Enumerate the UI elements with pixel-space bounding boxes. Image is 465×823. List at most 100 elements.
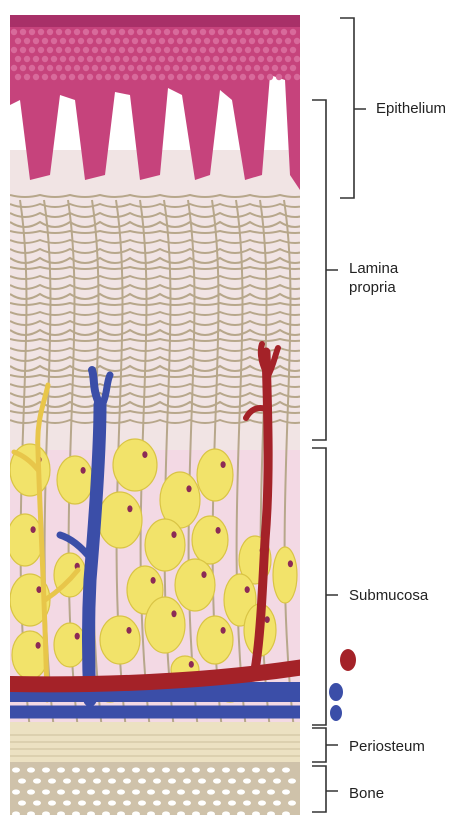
epithelium-cell (227, 29, 233, 35)
epithelium-cell (56, 29, 62, 35)
epithelium-cell (254, 47, 260, 53)
bone-pore (222, 789, 230, 794)
bone-pore (237, 811, 245, 816)
epithelium-cell (123, 74, 129, 80)
epithelium-cell (209, 47, 215, 53)
epithelium-cell (74, 65, 80, 71)
epithelium-cell (65, 65, 71, 71)
epithelium-cell (285, 56, 291, 62)
epithelium-cell (60, 56, 66, 62)
epithelium-cell (294, 38, 300, 44)
epithelium-cell (200, 29, 206, 35)
epithelium-cell (110, 65, 116, 71)
fat-cell (197, 616, 233, 664)
bone-pore (177, 767, 185, 772)
bone-pore (63, 800, 71, 805)
bone-pore (192, 767, 200, 772)
bone-pore (72, 789, 80, 794)
label-lamina-propria: Lamina propria (349, 259, 398, 297)
epithelium-cell (155, 47, 161, 53)
bone-pore (147, 767, 155, 772)
epithelium-cell (146, 47, 152, 53)
epithelium-cell (119, 47, 125, 53)
bone-pore (207, 789, 215, 794)
epithelium-cell (56, 65, 62, 71)
bone-pore (102, 811, 110, 816)
epithelium-cell (96, 56, 102, 62)
epithelium-cell (222, 38, 228, 44)
fat-cell (197, 449, 233, 501)
bone-pore (228, 800, 236, 805)
epithelium-cell (186, 74, 192, 80)
bone-pore (102, 767, 110, 772)
bone-pore (78, 778, 86, 783)
epithelium-cell (15, 38, 21, 44)
bone-pore (48, 800, 56, 805)
epithelium-cell (245, 29, 251, 35)
bone-pore (252, 811, 260, 816)
bone-pore (138, 778, 146, 783)
bone-pore (102, 789, 110, 794)
epithelium-cell (173, 65, 179, 71)
epithelium-cell (159, 74, 165, 80)
bone-pore (282, 789, 290, 794)
epithelium-cell (51, 56, 57, 62)
vein-cross-section (330, 705, 342, 721)
bone-pore (108, 800, 116, 805)
epithelium-cell (267, 56, 273, 62)
bone-pore (243, 800, 251, 805)
epithelium-cell (272, 65, 278, 71)
bone-pore (198, 778, 206, 783)
bone-pore (183, 800, 191, 805)
epithelium-cell (24, 56, 30, 62)
epithelium-cell (132, 38, 138, 44)
epithelium-cell (123, 56, 129, 62)
epithelium-cell (33, 74, 39, 80)
epithelium-cell (177, 38, 183, 44)
epithelium-cell (69, 38, 75, 44)
epithelium-cell (245, 47, 251, 53)
bone-pore (57, 811, 65, 816)
epithelium-cell (213, 56, 219, 62)
artery-cross-section (340, 649, 356, 671)
epithelium-cell (137, 29, 143, 35)
epithelium-cell (281, 47, 287, 53)
epithelium-cell (164, 65, 170, 71)
epithelium-cell (164, 29, 170, 35)
epithelium-cell (285, 74, 291, 80)
epithelium-cell (267, 38, 273, 44)
bone-pore (78, 800, 86, 805)
bone-pore (183, 778, 191, 783)
epithelium-cell (186, 56, 192, 62)
bone-pore (162, 767, 170, 772)
epithelium-cell (56, 47, 62, 53)
epithelium-cell (159, 56, 165, 62)
fat-cell (54, 623, 86, 667)
epithelium-cell (60, 74, 66, 80)
epithelium-cell (132, 56, 138, 62)
epithelium-cell (177, 56, 183, 62)
epithelium-cell (51, 74, 57, 80)
bone-pore (72, 767, 80, 772)
bone-pore (87, 811, 95, 816)
epithelium-cell (101, 29, 107, 35)
epithelium-cell (191, 29, 197, 35)
epithelium-cell (272, 29, 278, 35)
epithelium-cell (83, 29, 89, 35)
epithelium-cell (245, 65, 251, 71)
epithelium-cell (15, 74, 21, 80)
epithelium-cell (168, 56, 174, 62)
bone-pore (267, 767, 275, 772)
epithelium-cell (195, 38, 201, 44)
epithelium-cell (78, 38, 84, 44)
epithelium-cell (65, 29, 71, 35)
epithelium-cell (141, 38, 147, 44)
epithelium-cell (87, 74, 93, 80)
epithelium-cell (11, 65, 17, 71)
epithelium-cell (263, 47, 269, 53)
epithelium-cell (177, 74, 183, 80)
epithelium-cell (24, 74, 30, 80)
epithelium-cell (290, 29, 296, 35)
bone-pore (162, 789, 170, 794)
bone-pore (192, 789, 200, 794)
